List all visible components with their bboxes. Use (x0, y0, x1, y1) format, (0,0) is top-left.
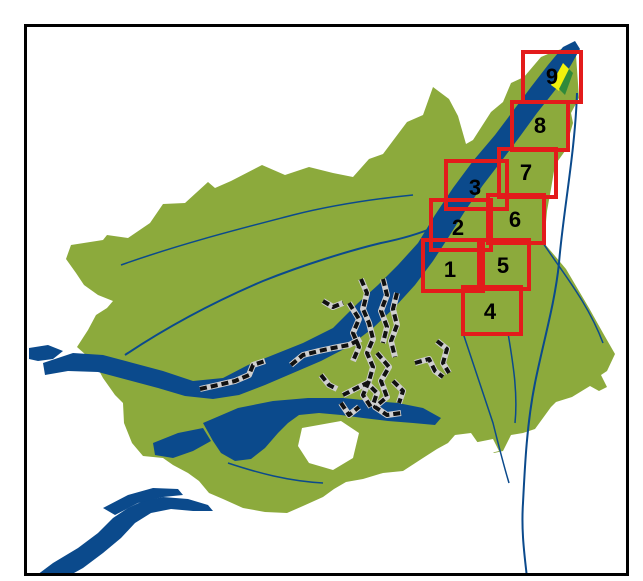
zone-1-box[interactable] (421, 238, 485, 293)
green-strip (559, 69, 573, 95)
route-network (199, 277, 452, 418)
zone-8-label: 8 (534, 113, 546, 138)
zone-3-label: 3 (469, 175, 481, 200)
west-river-mouth (29, 345, 63, 361)
zone-6-label: 6 (509, 207, 521, 232)
zone-9-box[interactable] (521, 50, 583, 104)
non-territory-gap (298, 421, 359, 470)
zone-4-label: 4 (484, 299, 497, 324)
zone-5-box[interactable] (477, 238, 531, 291)
zone-labels: 1 2 3 4 5 6 7 8 9 (444, 64, 558, 324)
zone-9-label: 9 (546, 64, 558, 89)
lake-inlet (153, 428, 211, 458)
study-zones (421, 50, 583, 336)
map-frame: 1 2 3 4 5 6 7 8 9 (24, 24, 629, 576)
zone-2-label: 2 (452, 215, 464, 240)
south-channel-branch (103, 488, 183, 515)
map-canvas: 1 2 3 4 5 6 7 8 9 (29, 41, 615, 573)
zone-3-box[interactable] (444, 159, 509, 211)
non-territory-gap (473, 439, 499, 455)
south-channel (39, 497, 213, 573)
zone-2-box[interactable] (429, 198, 493, 252)
zone-7-label: 7 (520, 160, 532, 185)
highlighted-segment (551, 63, 569, 91)
minor-rivers (120, 92, 604, 573)
zone-5-label: 5 (497, 253, 509, 278)
main-river-channel (43, 41, 580, 399)
zone-1-label: 1 (444, 257, 456, 282)
